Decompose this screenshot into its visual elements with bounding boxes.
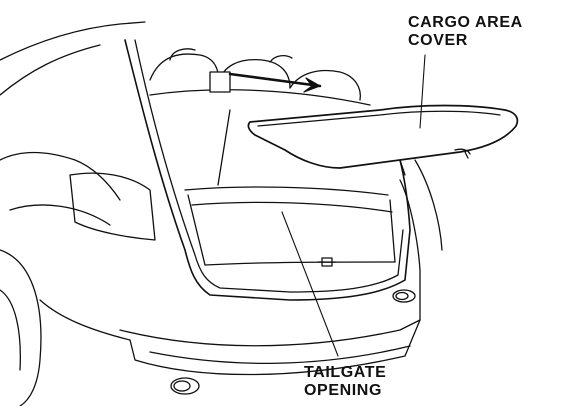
tailgate-opening-label-line2: OPENING: [304, 382, 382, 399]
tailgate-opening-label-line1: TAILGATE: [304, 364, 387, 381]
cargo-area-cover: [247, 104, 519, 169]
tailgate-opening-label: TAILGATE OPENING: [304, 364, 386, 400]
cargo-area-cover-label: CARGO AREA COVER: [408, 14, 523, 50]
direction-arrow: [209, 71, 322, 93]
leader-lines: [281, 54, 426, 357]
cargo-area-cover-label-line2: COVER: [408, 32, 468, 49]
vehicle-body: [0, 21, 443, 406]
cargo-area-cover-label-line1: CARGO AREA: [408, 14, 523, 31]
tailgate-leader-line: [281, 211, 339, 357]
cover-leader-line: [419, 54, 426, 129]
